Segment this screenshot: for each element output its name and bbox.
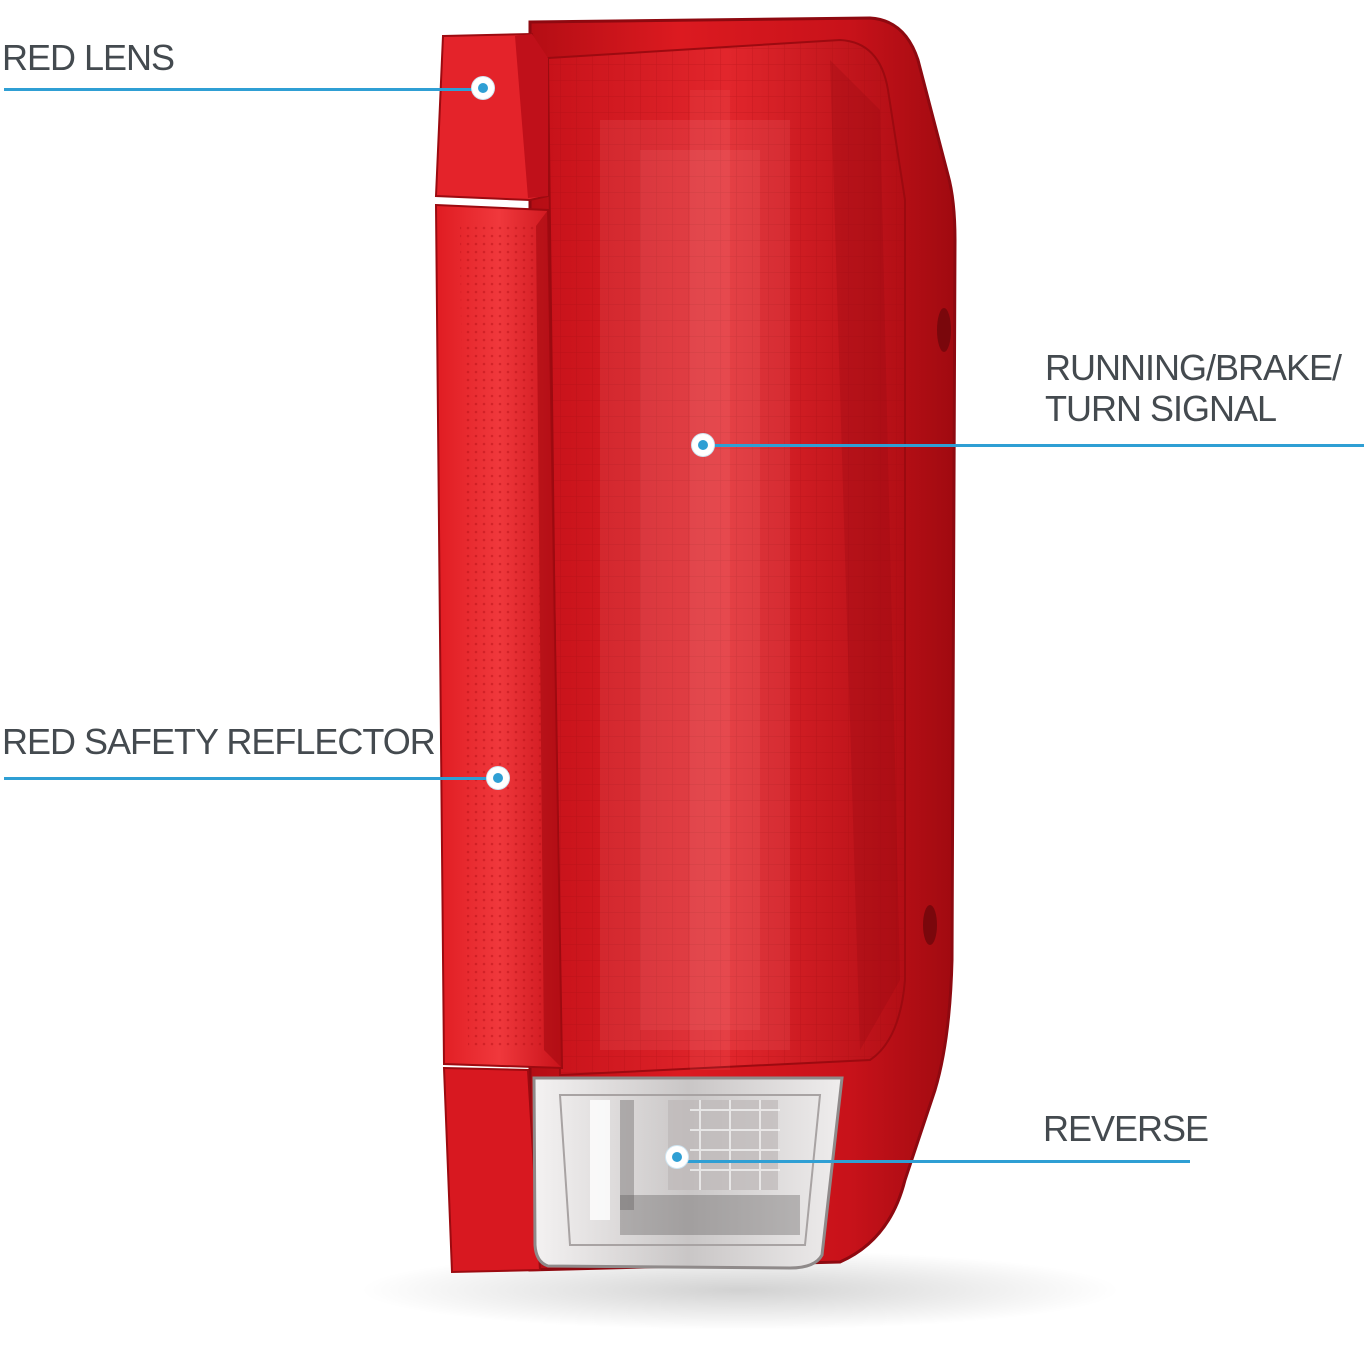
callout-label-turn-signal-line2: TURN SIGNAL	[1045, 388, 1277, 429]
callout-line-reverse	[678, 1160, 1190, 1163]
callout-line-running-brake	[704, 444, 1364, 447]
callout-line-red-safety-reflector	[4, 777, 496, 780]
callout-dot-red-lens	[472, 77, 494, 99]
callout-dot-red-safety-reflector	[487, 767, 509, 789]
callout-label-red-safety-reflector: RED SAFETY REFLECTOR	[2, 721, 436, 762]
callout-label-running-brake-line1: RUNNING/BRAKE/	[1045, 347, 1342, 388]
callout-label-red-lens: RED LENS	[2, 37, 175, 78]
callout-line-red-lens	[4, 88, 480, 91]
callout-label-reverse: REVERSE	[1043, 1108, 1209, 1149]
callout-dot-running-brake	[692, 434, 714, 456]
callout-dot-reverse	[666, 1146, 688, 1168]
